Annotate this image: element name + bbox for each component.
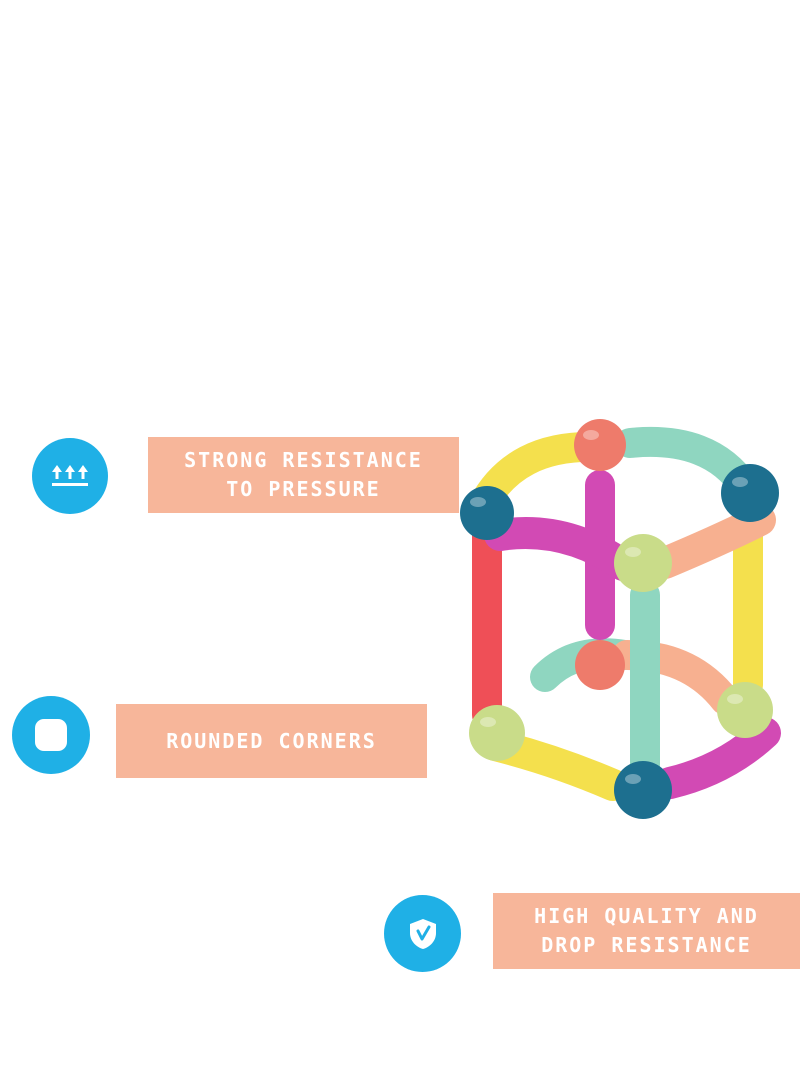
shield-icon — [409, 918, 436, 949]
shield-icon-badge — [384, 895, 461, 972]
feature-label-corners: ROUNDED CORNERS — [116, 704, 427, 778]
toy-ball — [717, 682, 773, 738]
toy-stick — [484, 517, 639, 581]
feature-label-line: HIGH QUALITY AND — [534, 904, 759, 928]
feature-label-line: ROUNDED CORNERS — [166, 728, 377, 753]
feature-label-line: STRONG RESISTANCE — [184, 448, 423, 472]
feature-label-line: TO PRESSURE — [226, 477, 381, 501]
feature-label-pressure: STRONG RESISTANCE TO PRESSURE — [148, 437, 459, 513]
toy-ball — [721, 464, 779, 522]
toy-stick — [649, 504, 776, 579]
pressure-icon-badge — [32, 438, 108, 514]
magnetic-stick-toy-image — [460, 419, 781, 819]
rounded-square-icon — [35, 719, 67, 751]
corners-icon-badge — [12, 696, 90, 774]
toy-ball — [460, 486, 514, 540]
feature-label-line: DROP RESISTANCE — [541, 933, 752, 957]
toy-ball — [614, 534, 672, 592]
pressure-arrows-icon — [52, 465, 88, 486]
feature-label-drop: HIGH QUALITY AND DROP RESISTANCE — [493, 893, 800, 969]
toy-stick — [654, 717, 781, 799]
toy-ball — [575, 640, 625, 690]
toy-ball — [614, 761, 672, 819]
toy-ball — [469, 705, 525, 761]
toy-ball — [574, 419, 626, 471]
